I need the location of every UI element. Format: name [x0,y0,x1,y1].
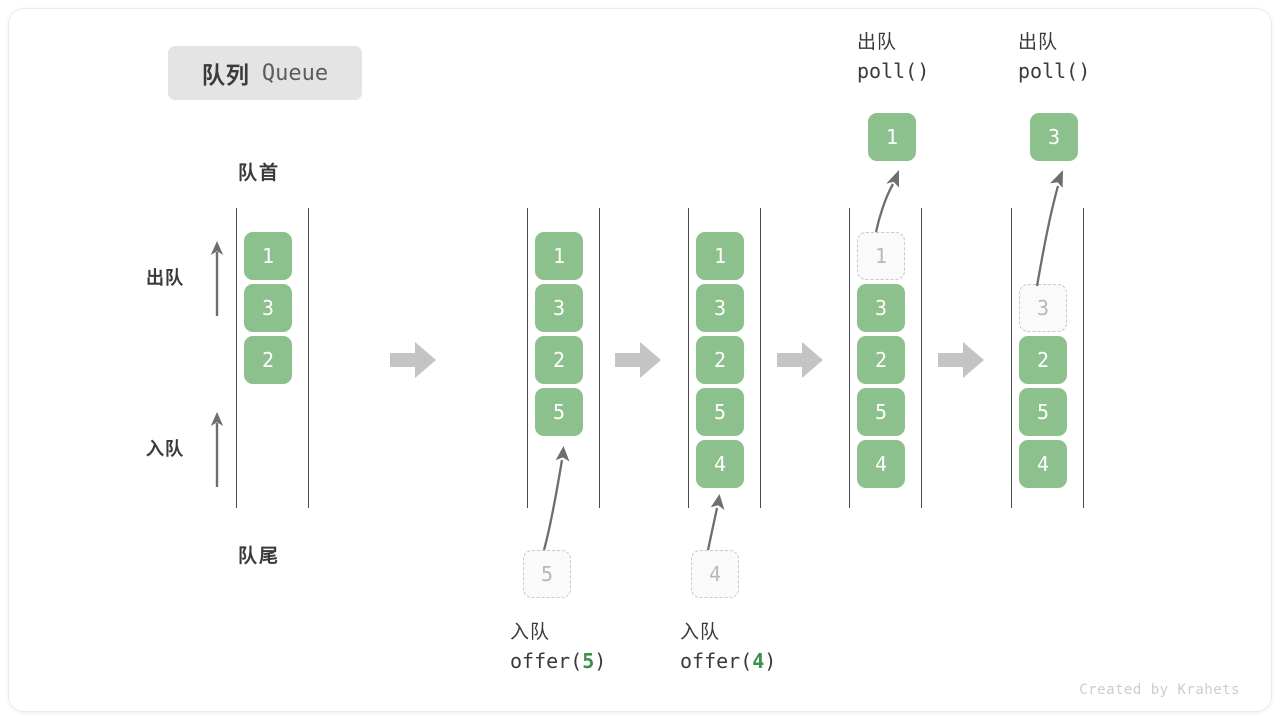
caption-offer-4-prefix: offer( [680,648,753,673]
caption-poll-2: 出队 poll() [1018,30,1090,85]
caption-offer-4-code: offer(4) [680,647,776,675]
caption-offer-5: 入队 offer(5) [510,620,606,675]
dequeue-direction-label: 出队 [146,268,184,288]
queue-rail-left [1011,208,1012,508]
caption-offer-5-code: offer(5) [510,647,606,675]
title-english: Queue [261,60,329,86]
enqueue-direction-arrow-icon [210,412,224,487]
queue-column-poll-1: 1 3 2 5 4 [849,208,923,508]
enqueue-arrow-icon [706,494,725,551]
queue-rail-left [688,208,689,508]
popped-element: 1 [868,113,916,161]
caption-offer-4-suffix: ) [764,648,777,673]
outgoing-element-ghost: 3 [1019,284,1067,332]
queue-element: 2 [1019,336,1067,384]
queue-column-initial: 1 3 2 [236,208,310,508]
incoming-element-ghost: 4 [691,550,739,598]
dequeue-arrow-icon [874,170,899,233]
caption-poll-2-cn: 出队 [1018,32,1059,53]
popped-element: 3 [1030,113,1078,161]
step-arrow-icon [615,342,661,378]
caption-offer-4-arg: 4 [752,648,765,673]
queue-element: 4 [696,440,744,488]
incoming-element-ghost: 5 [523,550,571,598]
enqueue-direction-label: 入队 [146,439,184,459]
queue-element: 2 [244,336,292,384]
dequeue-arrow-icon [1035,170,1063,287]
caption-offer-5-cn: 入队 [510,622,551,643]
caption-poll-1-cn: 出队 [857,32,898,53]
queue-element: 5 [696,388,744,436]
outgoing-element-ghost: 1 [857,232,905,280]
caption-offer-4-cn: 入队 [680,622,721,643]
queue-element: 2 [696,336,744,384]
queue-column-offer-5: 1 3 2 5 [527,208,601,508]
caption-offer-5-suffix: ) [594,648,607,673]
step-arrow-icon [777,342,823,378]
caption-poll-1: 出队 poll() [857,30,929,85]
title-chinese: 队列 [201,62,250,88]
step-arrow-icon [390,342,436,378]
queue-column-offer-4: 1 3 2 5 4 [688,208,762,508]
queue-element: 5 [1019,388,1067,436]
queue-element: 3 [857,284,905,332]
queue-element: 5 [857,388,905,436]
queue-rail-left [849,208,850,508]
caption-offer-5-prefix: offer( [510,648,583,673]
queue-rail-right [308,208,309,508]
caption-poll-1-code: poll() [857,58,930,83]
queue-element: 2 [857,336,905,384]
queue-element: 1 [696,232,744,280]
queue-tail-label: 队尾 [238,546,281,567]
queue-rail-right [599,208,600,508]
queue-element: 5 [535,388,583,436]
queue-rail-right [1083,208,1084,508]
queue-element: 2 [535,336,583,384]
dequeue-direction-arrow-icon [210,241,224,316]
caption-offer-5-arg: 5 [582,648,595,673]
queue-rail-right [760,208,761,508]
diagram-title-badge: 队列 Queue [168,46,362,100]
queue-head-label: 队首 [238,163,281,184]
queue-element: 3 [244,284,292,332]
queue-element: 1 [244,232,292,280]
queue-rail-left [527,208,528,508]
queue-element: 3 [535,284,583,332]
enqueue-arrow-icon [542,446,570,551]
queue-element: 4 [857,440,905,488]
caption-poll-2-code: poll() [1018,58,1091,83]
caption-offer-4: 入队 offer(4) [680,620,776,675]
queue-rail-right [921,208,922,508]
queue-column-poll-3: 3 2 5 4 [1011,208,1085,508]
queue-rail-left [236,208,237,508]
queue-element: 1 [535,232,583,280]
queue-element: 4 [1019,440,1067,488]
step-arrow-icon [938,342,984,378]
queue-element: 3 [696,284,744,332]
watermark: Created by Krahets [1079,682,1240,698]
